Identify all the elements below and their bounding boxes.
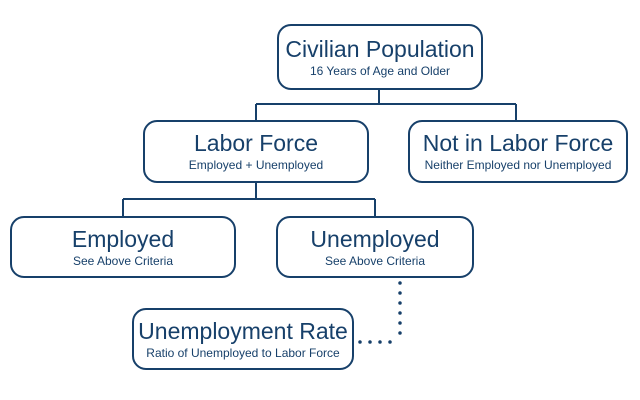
node-employed-title: Employed bbox=[71, 225, 175, 252]
node-not-in-labor-force: Not in Labor Force Neither Employed nor … bbox=[408, 120, 628, 183]
node-unemployed-title: Unemployed bbox=[310, 225, 440, 252]
node-civilian-population-title: Civilian Population bbox=[285, 35, 475, 62]
node-unemployed-subtitle: See Above Criteria bbox=[324, 253, 426, 268]
node-unemployment-rate-title: Unemployment Rate bbox=[138, 317, 348, 344]
node-unemployed: Unemployed See Above Criteria bbox=[276, 216, 474, 278]
node-unemployment-rate: Unemployment Rate Ratio of Unemployed to… bbox=[132, 308, 354, 370]
node-civilian-population-subtitle: 16 Years of Age and Older bbox=[309, 63, 451, 78]
node-labor-force-title: Labor Force bbox=[193, 130, 318, 156]
node-labor-force-subtitle: Employed + Unemployed bbox=[188, 158, 324, 172]
node-employed: Employed See Above Criteria bbox=[10, 216, 236, 278]
node-not-in-labor-force-subtitle: Neither Employed nor Unemployed bbox=[424, 158, 612, 172]
node-labor-force: Labor Force Employed + Unemployed bbox=[143, 120, 369, 183]
node-not-in-labor-force-title: Not in Labor Force bbox=[422, 130, 614, 156]
node-unemployment-rate-subtitle: Ratio of Unemployed to Labor Force bbox=[146, 345, 340, 360]
node-civilian-population: Civilian Population 16 Years of Age and … bbox=[277, 24, 483, 90]
node-employed-subtitle: See Above Criteria bbox=[72, 253, 174, 268]
